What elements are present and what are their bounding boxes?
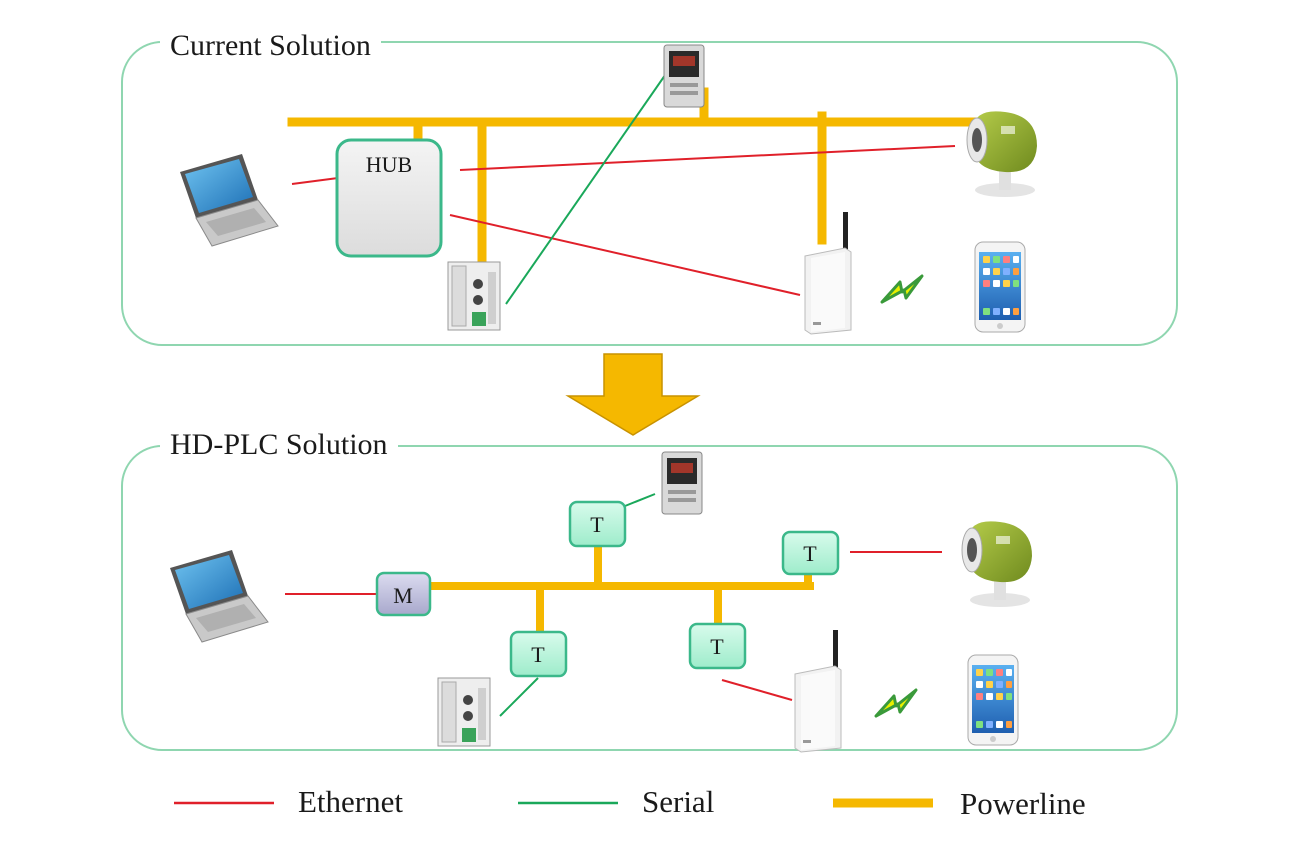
smartphone-icon: [974, 241, 1026, 333]
terminal-node: T: [688, 622, 747, 670]
smartphone-icon: [967, 654, 1019, 746]
master-label: M: [393, 583, 413, 608]
transition-arrow: [565, 353, 701, 436]
hub-box: HUB: [335, 138, 443, 258]
controller-icon: [661, 451, 703, 515]
camera-icon: [966, 110, 1038, 198]
serial-links-hdplc: [499, 493, 656, 717]
legend-ethernet-label: Ethernet: [298, 784, 404, 819]
router-icon: [804, 211, 852, 335]
terminal-label: T: [710, 634, 724, 659]
router-icon: [794, 629, 842, 753]
serial-link-current: [505, 67, 671, 305]
current-solution-title: Current Solution: [160, 31, 381, 61]
terminal-label: T: [803, 541, 817, 566]
terminal-node: T: [568, 500, 627, 548]
laptop-icon: [179, 153, 279, 247]
ethernet-links-hdplc: [285, 551, 942, 701]
controller-icon: [663, 44, 705, 108]
terminal-label: T: [590, 512, 604, 537]
master-node: M: [375, 571, 432, 617]
laptop-icon: [169, 549, 269, 643]
hub-label: HUB: [366, 152, 412, 177]
powerline-bus-hdplc: [424, 534, 814, 636]
terminal-node: T: [509, 630, 568, 678]
plc-module-icon: [437, 677, 491, 747]
hdplc-solution-panel: M T T T T: [121, 445, 1178, 753]
terminal-label: T: [531, 642, 545, 667]
plc-module-icon: [447, 261, 501, 331]
camera-icon: [961, 520, 1033, 608]
wireless-icon: [874, 688, 918, 718]
ethernet-links-current: [291, 145, 956, 296]
current-solution-panel: HUB: [121, 41, 1178, 346]
hdplc-solution-title: HD-PLC Solution: [160, 430, 398, 460]
terminal-node: T: [781, 530, 840, 576]
legend-powerline-label: Powerline: [960, 786, 1086, 821]
legend-serial-label: Serial: [642, 784, 715, 819]
wireless-icon: [880, 274, 924, 304]
